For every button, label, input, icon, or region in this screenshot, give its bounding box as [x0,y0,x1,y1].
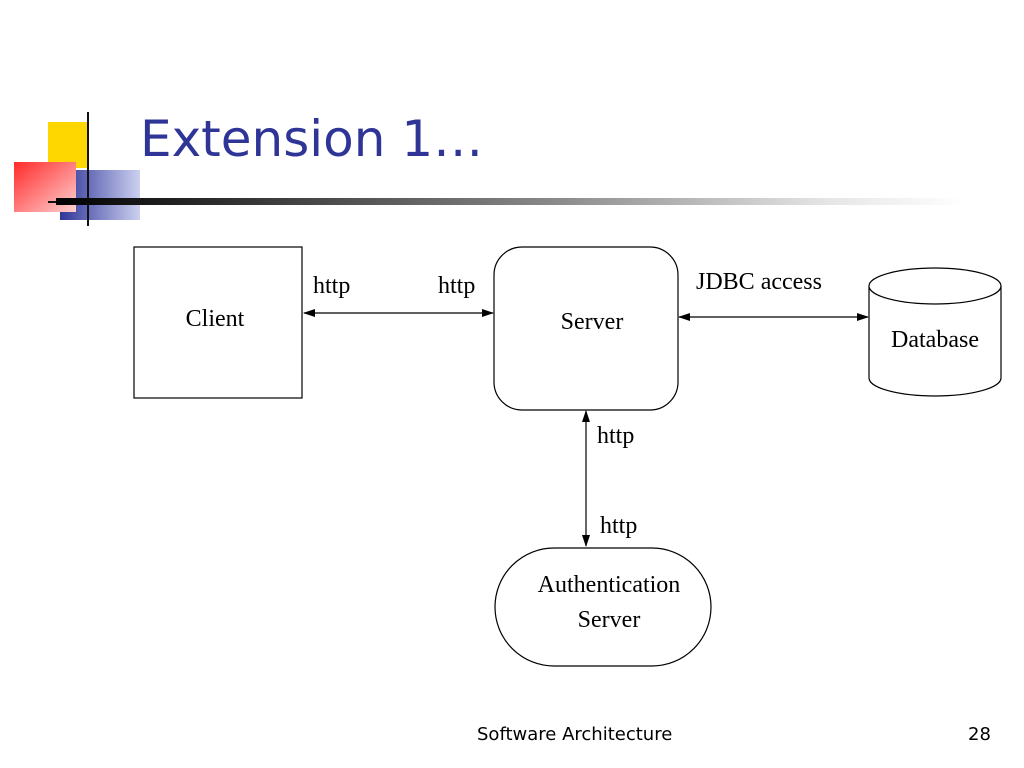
auth-up-http-label: http [600,513,637,539]
auth-server-label-line1: Authentication [538,572,681,598]
database-label: Database [891,327,979,353]
database-cylinder [868,267,1002,397]
title-underline [56,198,966,205]
slide-title: Extension 1… [140,110,484,168]
jdbc-access-label: JDBC access [696,269,822,295]
auth-server-label-line2: Server [578,607,641,633]
client-http-label: http [313,273,350,299]
server-down-http-label: http [597,423,634,449]
client-box [133,246,303,399]
server-http-label: http [438,273,475,299]
page-number: 28 [968,724,991,745]
yellow-square [48,122,88,168]
auth-server-box [494,547,712,667]
client-label: Client [186,306,245,332]
footer-title: Software Architecture [477,724,673,745]
server-label: Server [561,309,624,335]
